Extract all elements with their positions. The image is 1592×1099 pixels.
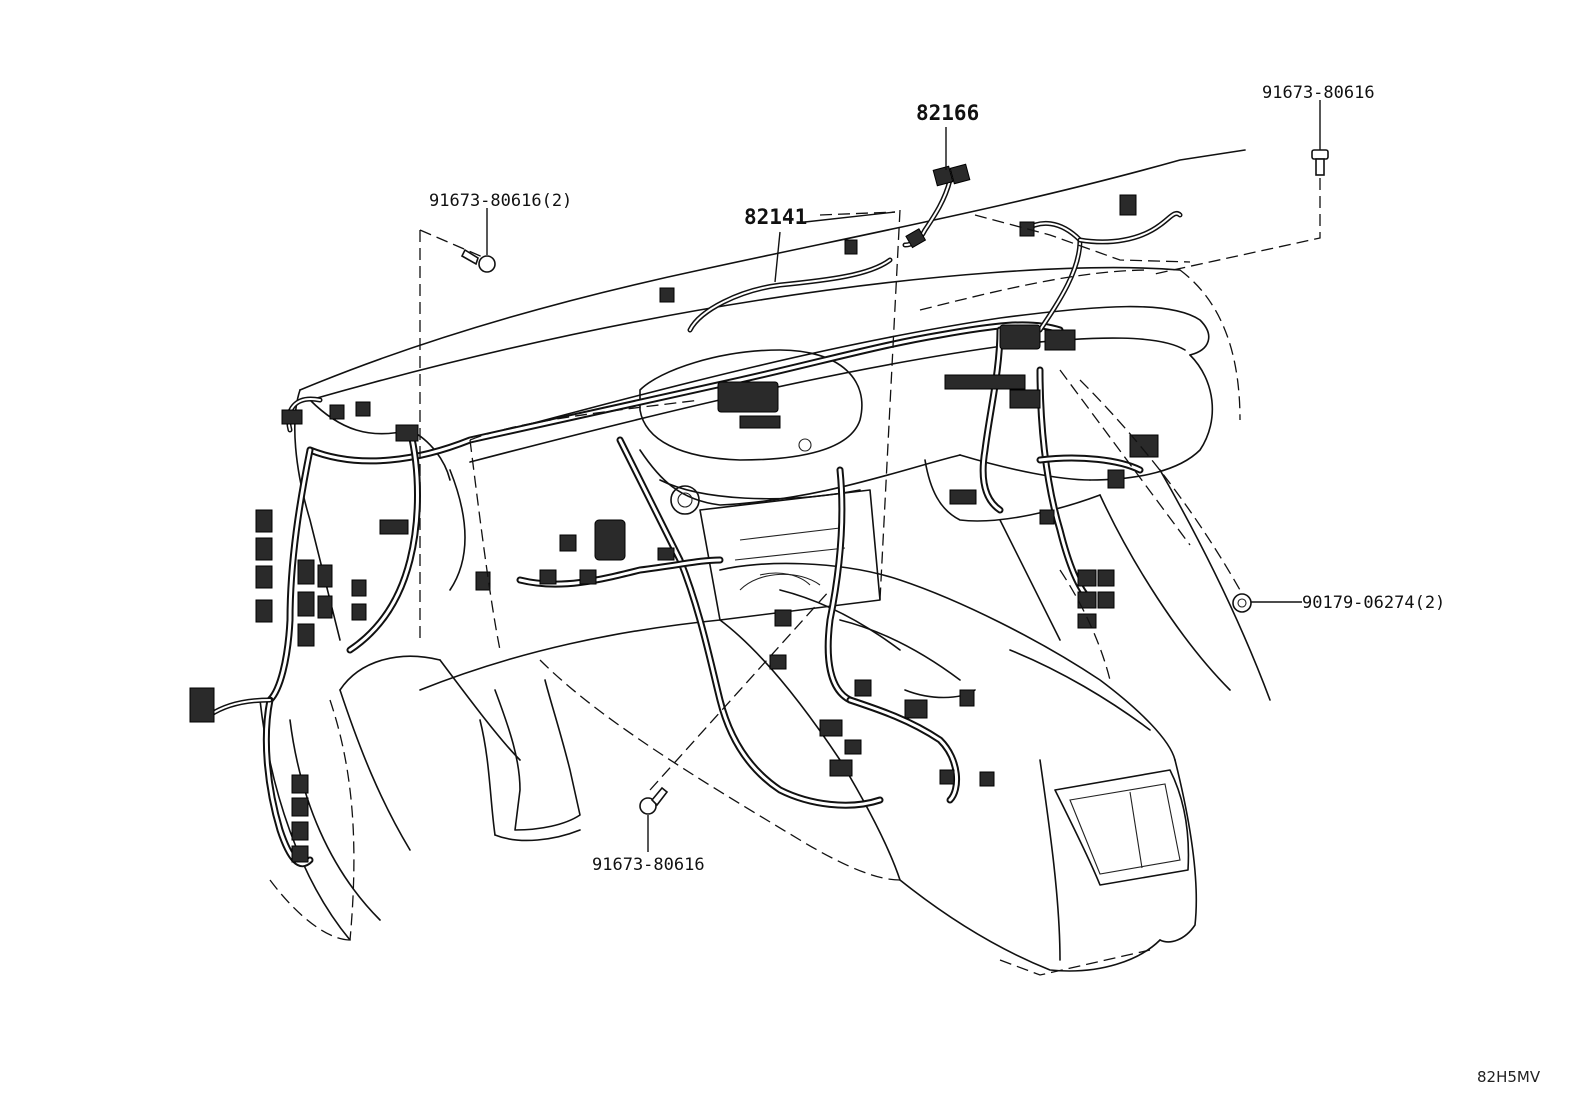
wire-harness-82166 <box>902 163 971 249</box>
callout-bolt-right-top: 91673-80616 <box>1262 83 1375 103</box>
clip-right-icon <box>1232 593 1302 613</box>
bolt-right-top-icon <box>1311 100 1329 176</box>
center-console-outline <box>719 562 1198 972</box>
connector-cluster-center <box>475 239 995 787</box>
callout-harness-small: 82166 <box>916 101 979 125</box>
connector-cluster-left <box>189 401 419 863</box>
callout-harness-main: 82141 <box>744 205 807 229</box>
callout-bolt-bottom: 91673-80616 <box>592 855 705 875</box>
harness-82141-leader <box>774 211 896 283</box>
figure-code: 82H5MV <box>1477 1068 1541 1086</box>
callout-clip-right: 90179-06274(2) <box>1302 593 1445 613</box>
connector-cluster-right <box>944 194 1159 629</box>
bolt-bottom-icon <box>639 786 669 852</box>
callout-bolt-left-top: 91673-80616(2) <box>429 191 572 211</box>
reference-lines <box>269 160 1321 976</box>
bolt-left-top-icon <box>460 208 496 273</box>
